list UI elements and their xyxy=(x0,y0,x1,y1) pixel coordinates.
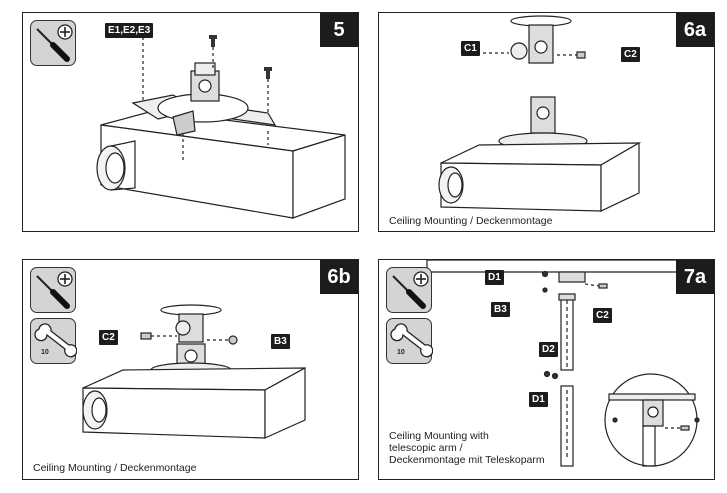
panel-step-7a: 10 D1 B3 C2 D2 D1 Ceiling Mounting with … xyxy=(378,259,715,480)
tool-box-screwdriver xyxy=(30,20,76,66)
part-label: D2 xyxy=(539,342,558,357)
wrench-size: 10 xyxy=(397,349,405,356)
part-label: B3 xyxy=(271,334,290,349)
tool-box-wrench: 10 xyxy=(386,318,433,364)
screwdriver-icon xyxy=(392,271,429,309)
drawing-step-7a xyxy=(426,260,700,467)
wrench-size: 10 xyxy=(41,349,49,356)
screwdriver-icon xyxy=(36,24,73,62)
tool-box-screwdriver xyxy=(386,267,432,313)
part-label: C1 xyxy=(461,41,480,56)
tool-box-wrench: 10 xyxy=(30,318,77,364)
step-number: 5 xyxy=(320,13,358,47)
step-number: 6a xyxy=(676,13,714,47)
screwdriver-icon xyxy=(36,271,73,309)
part-label: C2 xyxy=(593,308,612,323)
part-label: D1 xyxy=(529,392,548,407)
panel-step-5: E1,E2,E3 5 xyxy=(22,12,359,232)
wrench-icon xyxy=(390,323,433,358)
tool-box-screwdriver xyxy=(30,267,76,313)
caption: Ceiling Mounting / Deckenmontage xyxy=(33,462,197,474)
part-label: C2 xyxy=(99,330,118,345)
part-label: D1 xyxy=(485,270,504,285)
drawing-step-6b xyxy=(82,304,306,439)
caption-line: Ceiling Mounting with xyxy=(389,430,489,442)
panel-step-6a: C1 C2 Ceiling Mounting / Deckenmontage 6… xyxy=(378,12,715,232)
step-number: 6b xyxy=(320,260,358,294)
caption-line: telescopic arm / xyxy=(389,442,463,454)
caption: Ceiling Mounting / Deckenmontage xyxy=(389,215,553,227)
caption: Ceiling Mounting with telescopic arm / D… xyxy=(389,430,545,466)
part-label: E1,E2,E3 xyxy=(105,23,154,38)
drawing-step-5 xyxy=(96,23,346,219)
part-label: B3 xyxy=(491,302,510,317)
step-number: 7a xyxy=(676,260,714,294)
caption-line: Deckenmontage mit Teleskoparm xyxy=(389,454,545,466)
wrench-icon xyxy=(34,323,77,358)
part-label: C2 xyxy=(621,47,640,62)
panel-step-6b: 10 C2 B3 Ceiling Mounting / Deckenmontag… xyxy=(22,259,359,480)
drawing-step-6a xyxy=(438,15,642,212)
